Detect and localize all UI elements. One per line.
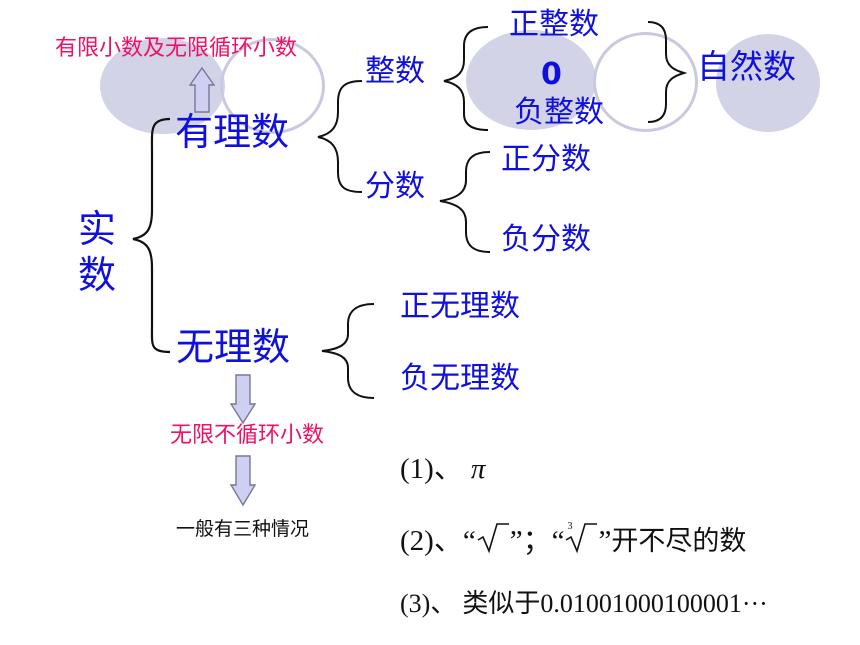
term-fraction: 分数 [365, 169, 425, 204]
pi-symbol: π [470, 453, 486, 485]
term-negative-integer: 负整数 [514, 95, 604, 130]
brace-fraction [439, 151, 491, 253]
arrow-up-to-rational-note [188, 66, 216, 113]
case-2-text: 开不尽的数 [611, 526, 747, 557]
term-negative-fraction: 负分数 [501, 222, 591, 257]
note-three-cases: 一般有三种情况 [176, 518, 310, 540]
case-2-separator: 、 [433, 525, 463, 557]
decor-circle-left-outline [220, 38, 325, 134]
quote-open: “ [462, 525, 476, 557]
arrow-down-to-three-cases [229, 455, 257, 507]
case-3: (3)、类似于0.01001000100001··· [400, 591, 768, 617]
decor-circle-mid [466, 30, 596, 130]
term-irrational: 无理数 [176, 325, 291, 369]
term-zero: 0 [541, 57, 562, 92]
case-3-text: 类似于0.01001000100001··· [462, 589, 768, 618]
term-negative-irrational: 负无理数 [400, 361, 520, 396]
case-3-separator: 、 [430, 589, 457, 618]
term-positive-integer: 正整数 [509, 7, 599, 42]
decor-circle-mid-outline [593, 32, 698, 132]
note-irrational-decimals: 无限不循环小数 [170, 423, 325, 448]
arrow-down-to-irrational-note [229, 374, 257, 425]
square-root-symbol [476, 522, 510, 560]
case-2-number: (2) [400, 525, 434, 557]
case-2-semicolon: ； [522, 525, 552, 557]
case-1-separator: 、 [433, 453, 463, 485]
quote-close: ” [509, 525, 523, 557]
quote-close-2: ” [598, 525, 612, 557]
cube-root-symbol: 3 [564, 522, 598, 560]
term-natural-number: 自然数 [697, 47, 796, 86]
term-rational: 有理数 [175, 110, 290, 154]
brace-real-number [132, 117, 171, 354]
term-positive-fraction: 正分数 [501, 142, 591, 177]
term-integer: 整数 [365, 54, 425, 89]
brace-integer [443, 26, 489, 131]
case-1-number: (1) [400, 453, 434, 485]
term-real-number: 实数 [78, 207, 117, 297]
case-2: (2)、“”；“3”开不尽的数 [400, 522, 746, 560]
quote-open-2: “ [551, 525, 565, 557]
brace-natural [647, 21, 688, 123]
brace-rational [317, 80, 363, 193]
cube-root-index: 3 [567, 521, 573, 532]
decor-circle-right [716, 34, 820, 132]
brace-irrational [321, 303, 375, 399]
note-rational-decimals: 有限小数及无限循环小数 [55, 36, 298, 61]
case-3-number: (3) [400, 589, 431, 618]
term-positive-irrational: 正无理数 [400, 289, 520, 324]
case-1: (1)、π [400, 455, 485, 484]
